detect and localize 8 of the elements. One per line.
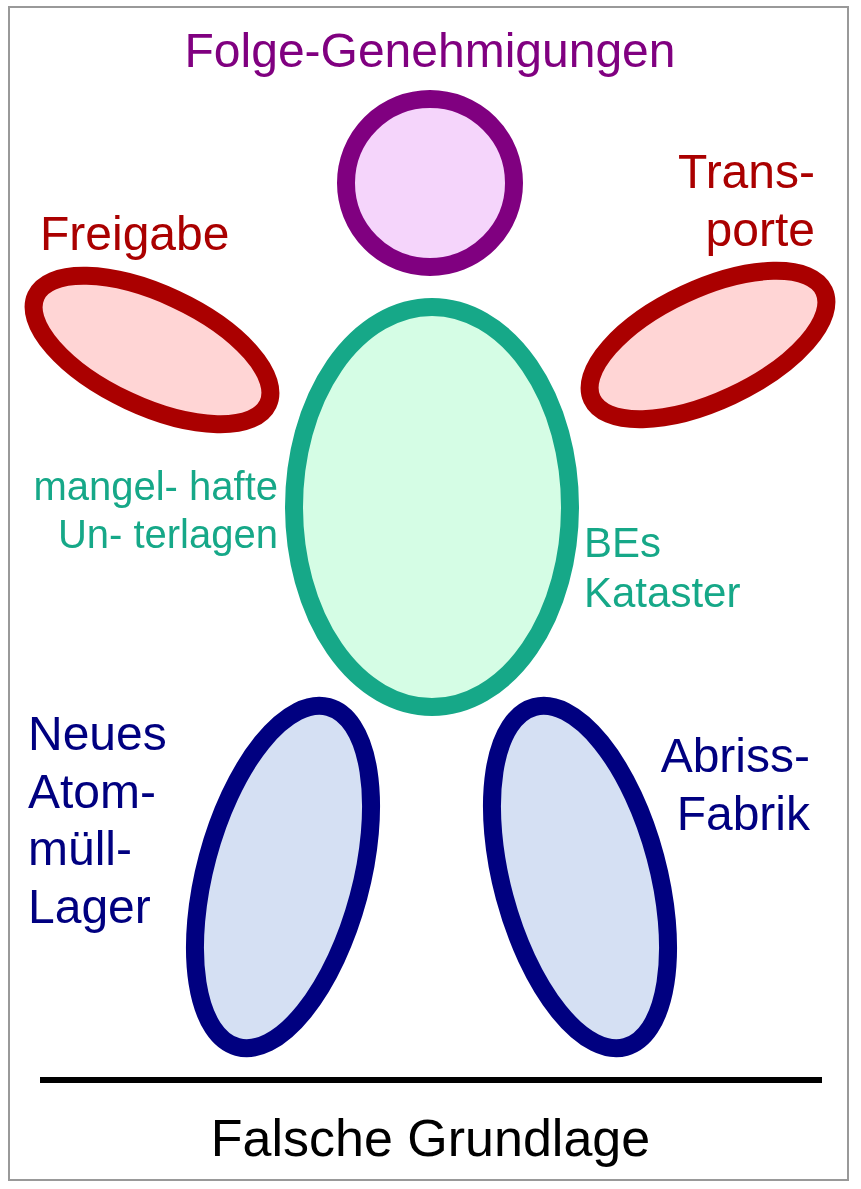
shape-label: Folge-Genehmigungen [183,23,677,79]
shape-label: Trans- porte [677,144,815,258]
caption: Falsche Grundlage [209,1108,652,1168]
shape-label: Abriss- Fabrik [659,728,810,842]
shape-label: BEs Kataster [584,518,742,619]
shape-label: Freigabe [40,206,231,262]
shape-label: Neues Atom- müll- Lager [28,706,168,935]
shape-label: mangel- hafte Un- terlagen [32,463,278,558]
